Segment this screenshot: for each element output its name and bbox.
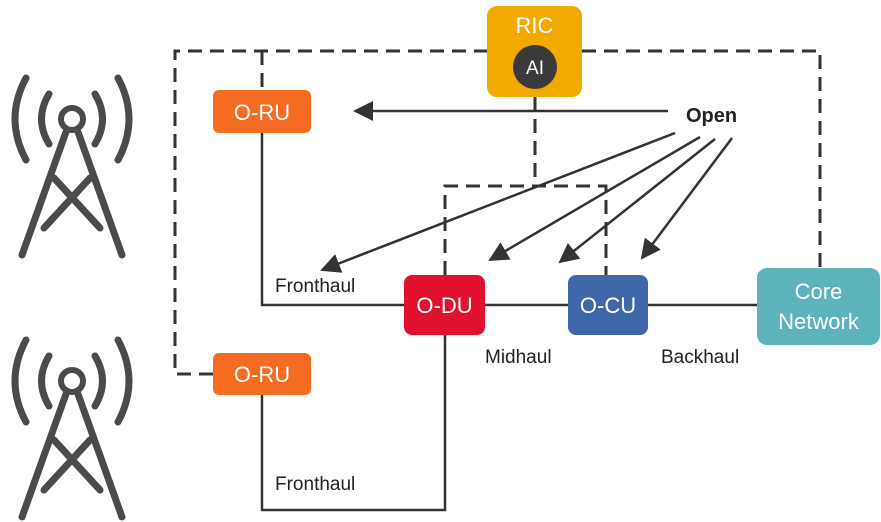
core-label-line1: Core: [795, 279, 843, 304]
transport-links: [260, 133, 757, 512]
oru-top-node: O-RU: [213, 90, 311, 133]
open-label: Open: [686, 105, 737, 127]
cell-tower-icon: [11, 74, 133, 259]
core-label-line2: Network: [778, 309, 860, 334]
ocu-label: O-CU: [580, 293, 636, 318]
cell-tower-icon: [11, 336, 133, 521]
fronthaul-top-label: Fronthaul: [275, 276, 355, 297]
oru-top-label: O-RU: [234, 100, 290, 125]
core-network-node: Core Network: [757, 268, 880, 345]
oru-bottom-node: O-RU: [213, 353, 311, 395]
midhaul-label: Midhaul: [485, 347, 552, 368]
fronthaul-bottom-label: Fronthaul: [275, 474, 355, 495]
backhaul-label: Backhaul: [661, 347, 739, 368]
ric-node: RIC AI: [487, 6, 582, 97]
ai-label: AI: [526, 58, 544, 79]
oru-bottom-label: O-RU: [234, 362, 290, 387]
ric-label: RIC: [516, 13, 554, 38]
odu-node: O-DU: [404, 275, 485, 335]
ric-control-lines: [173, 49, 822, 376]
ocu-node: O-CU: [568, 275, 648, 335]
odu-label: O-DU: [416, 293, 472, 318]
open-interface-arrows: [320, 101, 733, 273]
ai-badge: [513, 45, 557, 89]
